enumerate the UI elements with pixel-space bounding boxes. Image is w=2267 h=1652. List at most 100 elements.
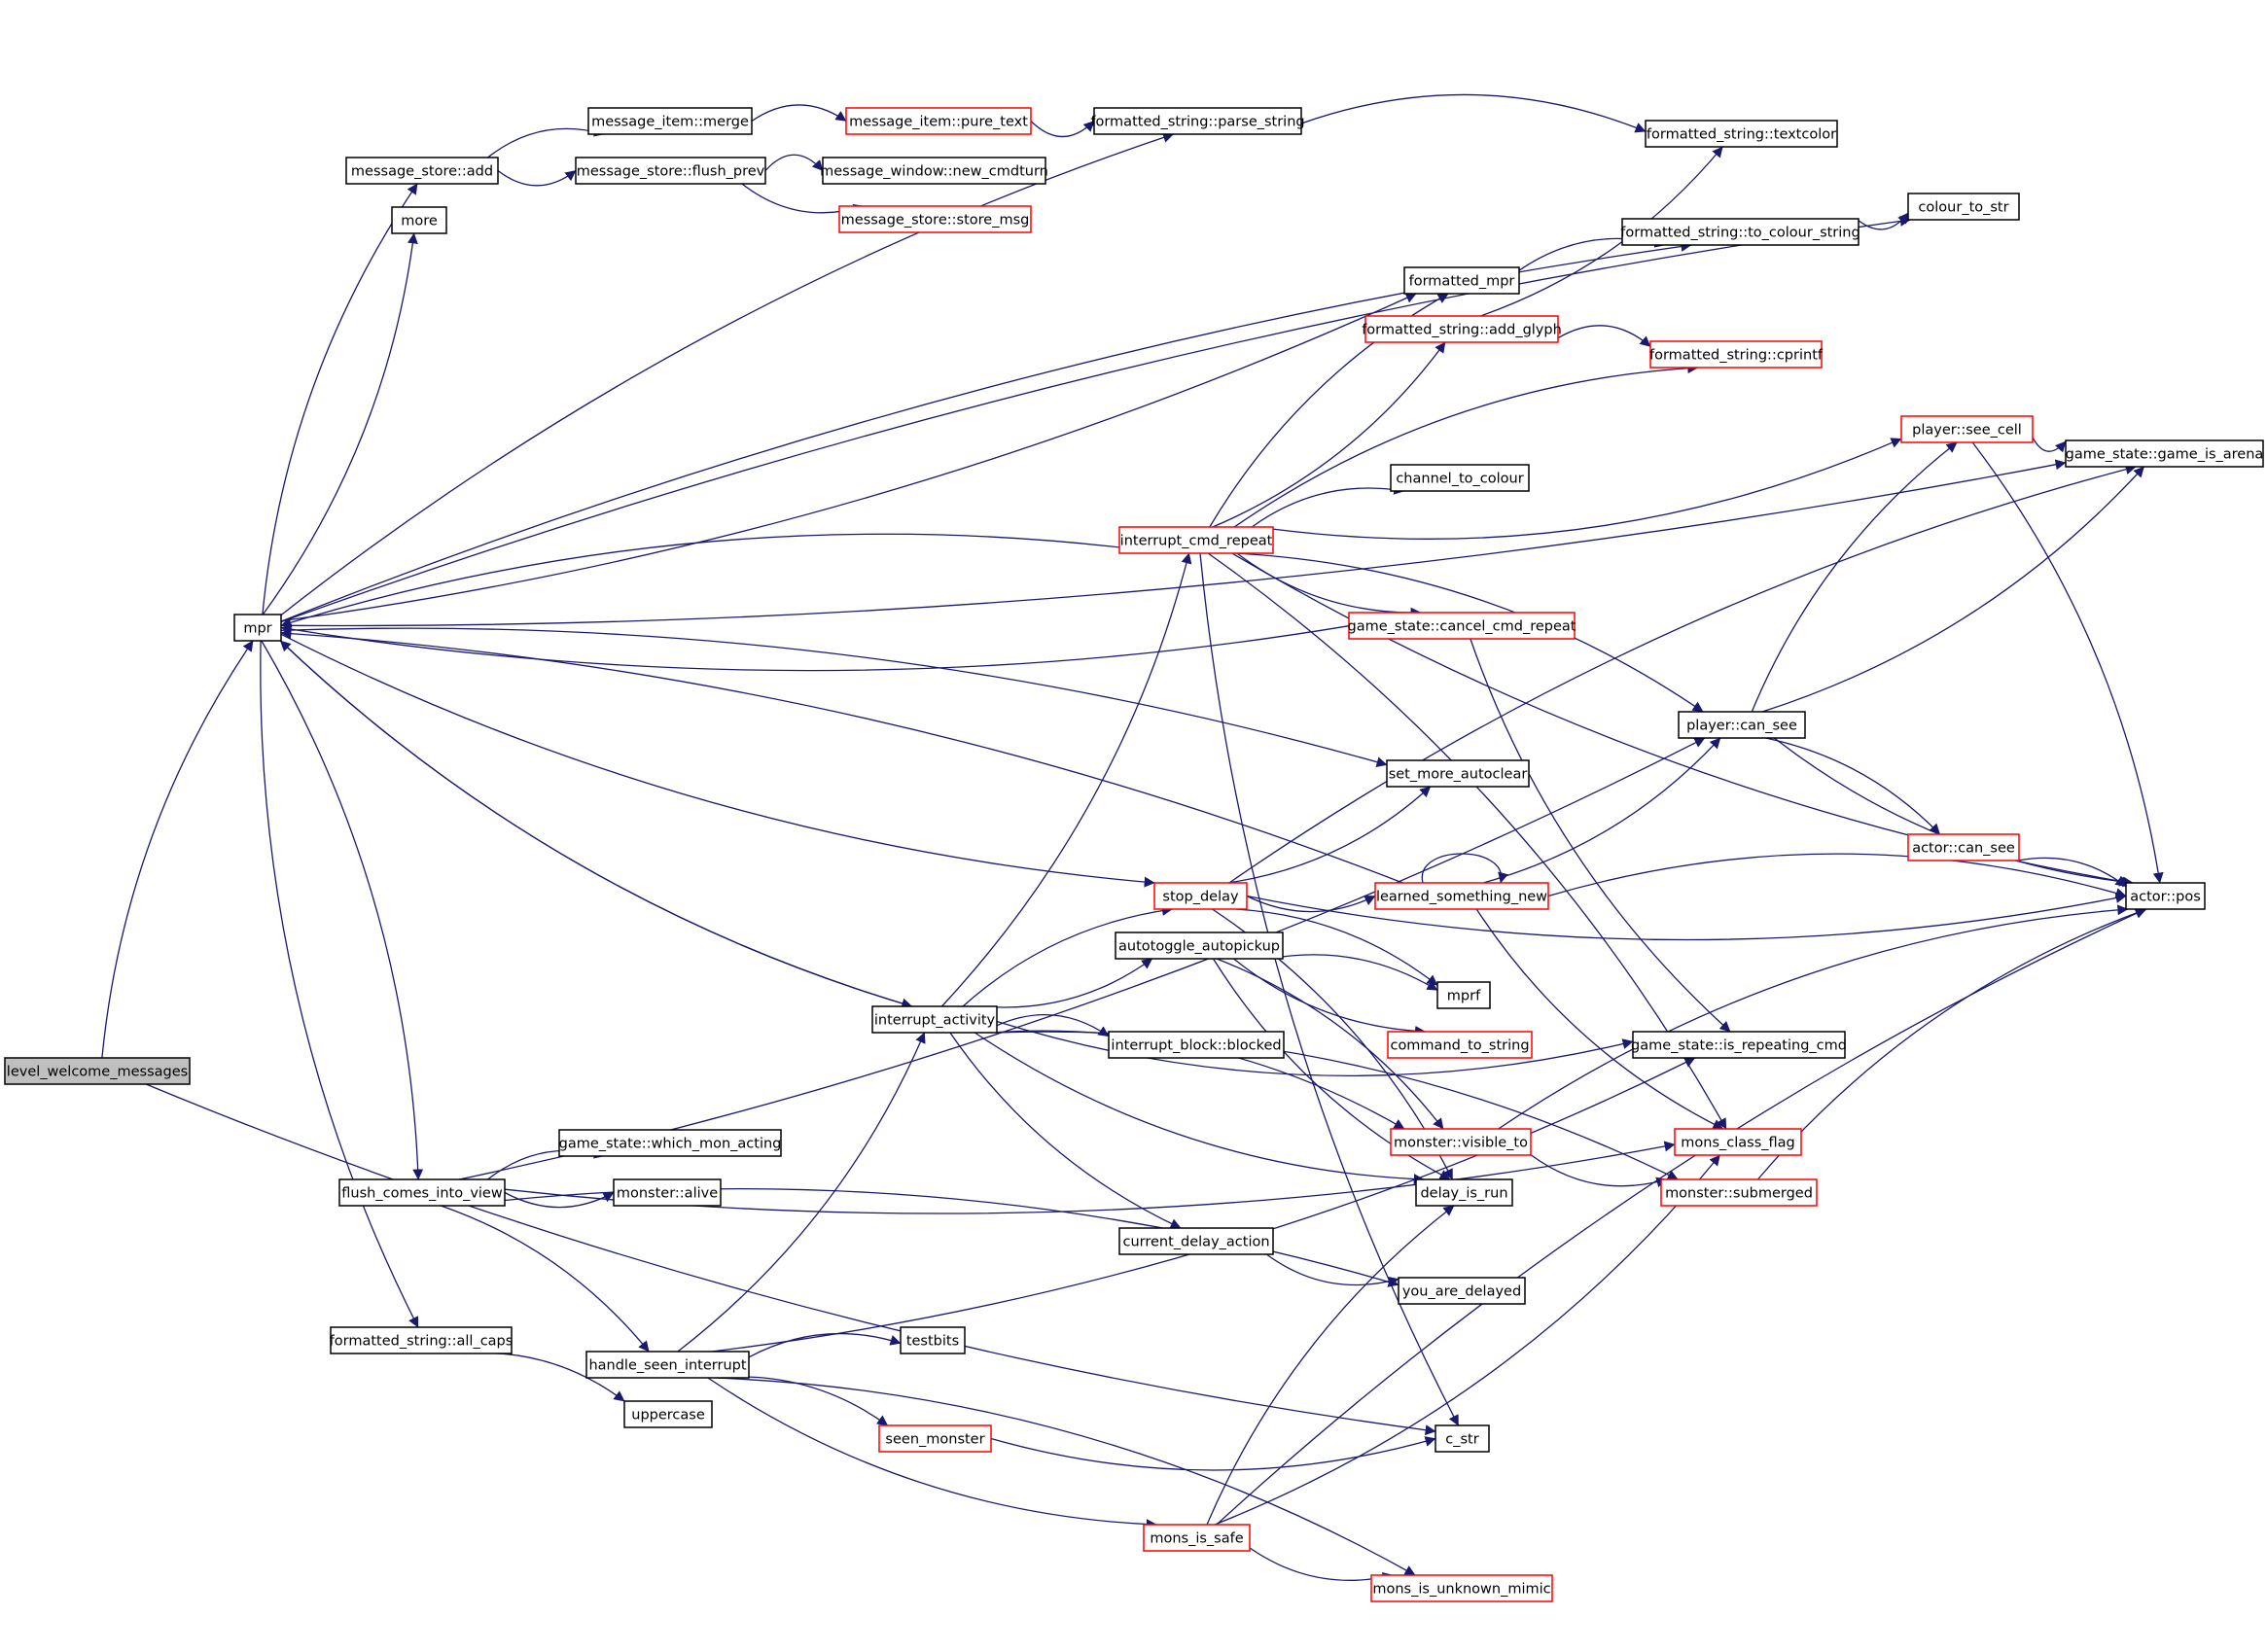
node-game-state-which-mon-acting[interactable]: game_state::which_mon_acting xyxy=(558,1129,782,1157)
node-label: interrupt_activity xyxy=(874,1013,996,1029)
node-message-window-new-cmdturn[interactable]: message_window::new_cmdturn xyxy=(820,157,1048,185)
node-mpr[interactable]: mpr xyxy=(233,614,282,642)
node-channel-to-colour[interactable]: channel_to_colour xyxy=(1390,464,1530,492)
node-formatted-mpr[interactable]: formatted_mpr xyxy=(1403,266,1520,295)
node-formatted-string-cprintf[interactable]: formatted_string::cprintf xyxy=(1649,340,1824,369)
edge xyxy=(707,1377,1157,1530)
edge xyxy=(280,623,1350,672)
node-actor-can-see[interactable]: actor::can_see xyxy=(1907,833,2020,861)
node-formatted-string-textcolor[interactable]: formatted_string::textcolor xyxy=(1645,120,1838,148)
edge-current_delay_action-to-you_are_delayed xyxy=(1265,1253,1399,1287)
node-learned-something-new[interactable]: learned_something_new xyxy=(1374,882,1549,910)
edge-interrupt_activity-to-game_state_is_repeating_cmd xyxy=(996,1020,1634,1076)
node-box xyxy=(585,1351,750,1379)
node-message-store-add[interactable]: message_store::add xyxy=(345,157,499,185)
node-label: mprf xyxy=(1447,989,1481,1004)
node-message-item-merge[interactable]: message_item::merge xyxy=(587,107,753,135)
node-label: mons_is_unknown_mimic xyxy=(1372,1582,1550,1598)
node-player-see-cell[interactable]: player::see_cell xyxy=(1900,415,2034,443)
node-interrupt-block-blocked[interactable]: interrupt_block::blocked xyxy=(1108,1031,1285,1059)
node-message-item-pure-text[interactable]: message_item::pure_text xyxy=(845,107,1032,135)
node-interrupt-activity[interactable]: interrupt_activity xyxy=(871,1005,998,1034)
edge-mons_is_safe-to-mons_class_flag xyxy=(1214,1154,1721,1526)
node-current-delay-action[interactable]: current_delay_action xyxy=(1118,1227,1274,1255)
node-interrupt-cmd-repeat[interactable]: interrupt_cmd_repeat xyxy=(1118,526,1274,554)
edge xyxy=(261,640,424,1180)
node-you-are-delayed[interactable]: you_are_delayed xyxy=(1398,1277,1526,1305)
node-box xyxy=(330,1326,513,1354)
node-label: monster::visible_to xyxy=(1394,1136,1528,1151)
node-message-store-store-msg[interactable]: message_store::store_msg xyxy=(838,205,1032,233)
edge xyxy=(1761,466,2144,713)
node-mons-is-safe[interactable]: mons_is_safe xyxy=(1143,1524,1251,1552)
edge xyxy=(262,232,418,615)
node-game-state-cancel-cmd-repeat[interactable]: game_state::cancel_cmd_repeat xyxy=(1348,612,1576,640)
node-player-can-see[interactable]: player::can_see xyxy=(1678,711,1806,739)
node-c-str[interactable]: c_str xyxy=(1435,1424,1490,1453)
edge-message_item_merge-to-message_item_pure_text xyxy=(751,104,847,123)
edge-player_can_see-to-player_see_cell xyxy=(1751,441,1958,713)
node-formatted-string-all-caps[interactable]: formatted_string::all_caps xyxy=(330,1326,514,1354)
edge-handle_seen_interrupt-to-interrupt_activity xyxy=(677,1032,926,1353)
node-game-state-game-is-arena[interactable]: game_state::game_is_arena xyxy=(2065,439,2264,468)
node-label: message_store::flush_prev xyxy=(577,164,765,180)
node-formatted-string-parse-string[interactable]: formatted_string::parse_string xyxy=(1090,107,1305,135)
node-label: actor::can_see xyxy=(1912,841,2015,857)
node-message-store-flush-prev[interactable]: message_store::flush_prev xyxy=(575,157,766,185)
edge xyxy=(280,241,1692,622)
node-monster-alive[interactable]: monster::alive xyxy=(613,1178,722,1207)
node-more[interactable]: more xyxy=(391,206,447,234)
node-flush-comes-into-view[interactable]: flush_comes_into_view xyxy=(338,1178,506,1207)
node-level-welcome-messages[interactable]: level_welcome_messages xyxy=(4,1057,191,1085)
node-label: player::see_cell xyxy=(1912,423,2022,439)
edge-interrupt_activity-to-monster_submerged xyxy=(995,1031,1679,1180)
node-uppercase[interactable]: uppercase xyxy=(623,1400,713,1428)
node-formatted-string-add-glyph[interactable]: formatted_string::add_glyph xyxy=(1362,315,1562,343)
edge xyxy=(1971,441,2164,884)
edge xyxy=(1216,908,2146,1526)
node-formatted-string-to-colour-string[interactable]: formatted_string::to_colour_string xyxy=(1620,218,1860,246)
node-delay-is-run[interactable]: delay_is_run xyxy=(1415,1178,1513,1207)
edge-level_welcome_messages-to-mpr xyxy=(101,640,254,1059)
node-colour-to-str[interactable]: colour_to_str xyxy=(1907,193,2020,221)
edge xyxy=(1268,954,1438,991)
edge xyxy=(2032,437,2067,453)
node-mprf[interactable]: mprf xyxy=(1436,981,1491,1009)
node-handle-seen-interrupt[interactable]: handle_seen_interrupt xyxy=(585,1351,750,1379)
node-autotoggle-autopickup[interactable]: autotoggle_autopickup xyxy=(1115,931,1284,960)
node-stop-delay[interactable]: stop_delay xyxy=(1153,882,1248,910)
node-testbits[interactable]: testbits xyxy=(900,1326,966,1354)
node-command-to-string[interactable]: command_to_string xyxy=(1387,1031,1533,1059)
node-box xyxy=(587,107,753,135)
edge xyxy=(1251,483,1405,528)
edge xyxy=(280,533,1120,628)
node-box xyxy=(1900,415,2034,443)
node-box xyxy=(1390,464,1530,492)
node-actor-pos[interactable]: actor::pos xyxy=(2125,882,2206,910)
edge-layer xyxy=(101,93,2164,1583)
node-mons-class-flag[interactable]: mons_class_flag xyxy=(1674,1128,1802,1156)
node-box xyxy=(1907,193,2020,221)
edge xyxy=(1482,737,1721,884)
edge xyxy=(279,640,912,1007)
edge-player_see_cell-to-game_state_game_is_arena xyxy=(2032,437,2067,453)
edge xyxy=(981,958,1153,1008)
node-seen-monster[interactable]: seen_monster xyxy=(878,1424,992,1453)
node-monster-submerged[interactable]: monster::submerged xyxy=(1660,1178,1818,1207)
node-label: autotoggle_autopickup xyxy=(1118,939,1280,955)
node-mons-is-unknown-mimic[interactable]: mons_is_unknown_mimic xyxy=(1370,1574,1553,1602)
node-game-state-is-repeating-cmd[interactable]: game_state::is_repeating_cmd xyxy=(1631,1031,1847,1059)
node-set-more-autoclear[interactable]: set_more_autoclear xyxy=(1386,759,1530,788)
node-box xyxy=(1118,526,1274,554)
edge-autotoggle_autopickup-to-monster_visible_to xyxy=(1216,958,1444,1130)
node-box xyxy=(1118,1227,1274,1255)
node-box xyxy=(1370,1574,1553,1602)
edge xyxy=(280,132,1175,616)
edge-interrupt_cmd_repeat-to-c_str xyxy=(1199,552,1460,1426)
edge xyxy=(1212,341,1446,528)
node-box xyxy=(878,1424,992,1453)
edge xyxy=(1234,552,1704,713)
node-label: message_store::add xyxy=(351,164,493,180)
edge-formatted_string_to_colour_string-to-colour_to_str xyxy=(1856,212,1909,230)
node-monster-visible-to[interactable]: monster::visible_to xyxy=(1390,1128,1532,1156)
